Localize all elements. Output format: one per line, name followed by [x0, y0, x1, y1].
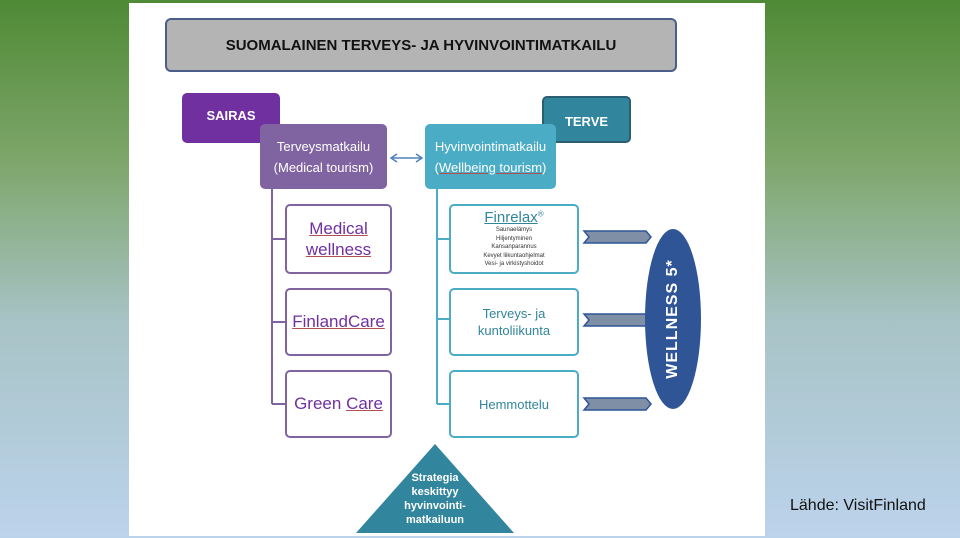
finrelax-item: Vesi- ja virkistyshoidot — [484, 261, 544, 268]
fitness-box: Terveys- ja kuntoliikunta — [449, 288, 579, 356]
fitness-line2: kuntoliikunta — [477, 323, 551, 338]
health-tourism-box: Terveysmatkailu (Medical tourism) — [260, 124, 387, 189]
finrelax-item: Kevyet liikuntaohjelmat — [483, 252, 545, 259]
page-title: SUOMALAINEN TERVEYS- JA HYVINVOINTIMATKA… — [165, 18, 677, 72]
wellbeing-tourism-line1: Hyvinvointimatkailu — [434, 138, 547, 154]
finrelax-title: Finrelax — [484, 209, 538, 227]
strategy-line: matkailuun — [405, 514, 465, 526]
wellbeing-tourism-line2: (Wellbeing tourism) — [434, 159, 547, 175]
arrow-icon — [582, 230, 652, 244]
double-arrow-icon — [389, 153, 424, 163]
medical-wellness-box: Medical wellness — [285, 204, 392, 274]
wellbeing-tourism-box: Hyvinvointimatkailu (Wellbeing tourism) — [425, 124, 556, 189]
green-care-box: Green Care — [285, 370, 392, 438]
green-care-word2: Care — [346, 394, 383, 413]
medical-wellness-line1: Medical — [309, 219, 368, 238]
arrow-icon — [582, 397, 652, 411]
finrelax-item: Saunaelämys — [495, 227, 533, 234]
source-caption: Lähde: VisitFinland — [790, 497, 926, 514]
finlandcare-box: FinlandCare — [285, 288, 392, 356]
terve-label: TERVE — [542, 96, 631, 143]
strategy-line: Strategia — [411, 472, 459, 484]
fitness-line1: Terveys- ja — [482, 306, 546, 321]
health-tourism-line1: Terveysmatkailu — [276, 138, 371, 154]
wellness-label: WELLNESS 5* — [664, 259, 681, 379]
health-tourism-line2: (Medical tourism) — [273, 159, 374, 175]
medical-wellness-line2: wellness — [305, 240, 372, 259]
slide: SUOMALAINEN TERVEYS- JA HYVINVOINTIMATKA… — [129, 3, 765, 536]
strategy-text: Strategia keskittyy hyvinvointi- matkail… — [355, 471, 515, 527]
strategy-line: keskittyy — [411, 486, 459, 498]
finrelax-box: Finrelax® Saunaelämys Hiljentyminen Kans… — [449, 204, 579, 274]
finlandcare-label: FinlandCare — [292, 312, 385, 331]
strategy-line: hyvinvointi- — [404, 500, 466, 512]
pampering-box: Hemmottelu — [449, 370, 579, 438]
arrow-icon — [582, 313, 652, 327]
strategy-triangle — [356, 444, 514, 533]
green-care-word1: Green — [294, 394, 342, 413]
connector-lines — [271, 153, 701, 533]
finrelax-item: Kansanparannus — [491, 244, 537, 251]
pampering-label: Hemmottelu — [478, 396, 550, 412]
wellness-ellipse — [645, 229, 701, 409]
finrelax-mark: ® — [537, 209, 544, 219]
finrelax-item: Hiljentyminen — [495, 235, 532, 242]
